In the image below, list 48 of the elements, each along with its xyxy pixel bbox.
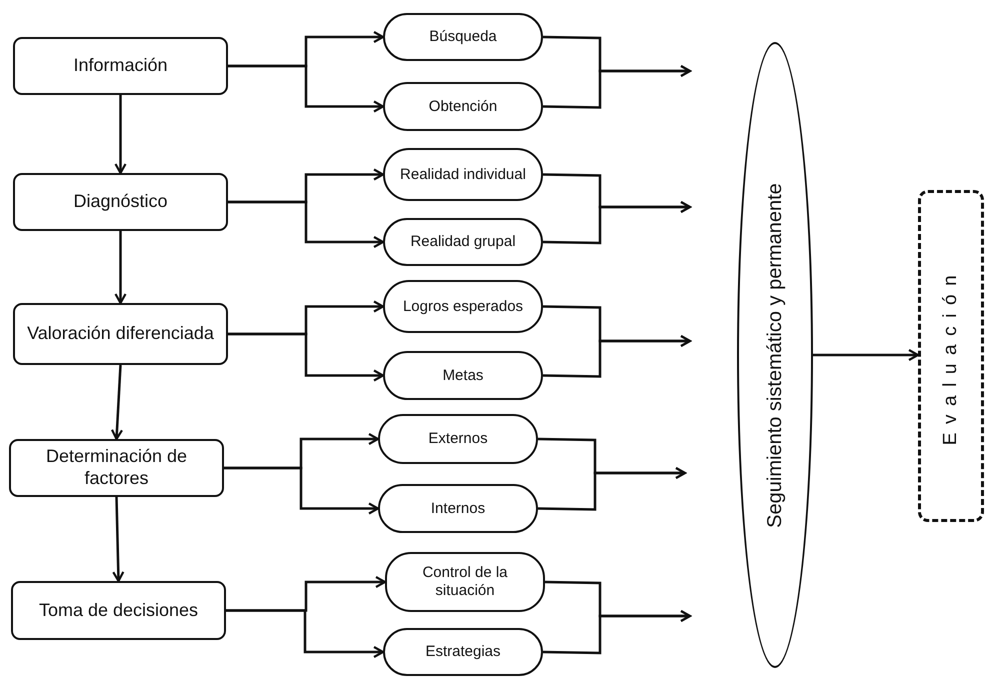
arrow	[224, 466, 380, 515]
node-label: Metas	[442, 366, 484, 384]
process-box	[13, 173, 228, 231]
arrow	[228, 64, 384, 113]
process-box	[13, 37, 228, 95]
node-label: Realidad individual	[400, 166, 526, 184]
arrow	[538, 466, 686, 511]
arrow	[114, 231, 127, 304]
rounded-pill	[383, 628, 543, 676]
process-box	[11, 581, 226, 640]
arrow	[110, 364, 124, 440]
rounded-pill	[383, 148, 543, 201]
rounded-pill	[383, 82, 543, 131]
node-label: Externos	[428, 430, 488, 448]
node-label: Estrategias	[425, 643, 501, 661]
node-label: Internos	[430, 500, 486, 518]
arrow	[542, 200, 692, 244]
arrow	[542, 64, 692, 109]
node-label: Obtención	[428, 98, 498, 116]
arrow	[542, 610, 692, 654]
process-box	[13, 303, 228, 365]
node-label: Toma de decisiones	[38, 600, 198, 622]
dashed-box	[918, 190, 984, 522]
rounded-pill	[378, 484, 538, 533]
node-label: Diagnóstico	[73, 191, 168, 213]
node-label: Valoración diferenciada	[27, 323, 214, 345]
arrow	[112, 496, 124, 582]
node-label: Seguimiento sistemático y permanente	[764, 182, 786, 528]
rounded-pill	[383, 218, 543, 266]
node-label: Logros esperados	[402, 298, 524, 316]
node-label: Determinación de factores	[44, 446, 188, 490]
node-label: Control de la situación	[421, 564, 509, 600]
arrow	[813, 348, 920, 362]
rounded-pill	[383, 351, 543, 400]
rounded-pill	[385, 552, 545, 612]
rounded-pill	[383, 13, 543, 61]
arrow	[542, 334, 692, 378]
process-box	[9, 439, 224, 497]
arrow	[226, 609, 384, 658]
arrow	[228, 200, 384, 248]
node-label: Realidad grupal	[410, 233, 516, 251]
node-label: Información	[73, 55, 168, 77]
rounded-pill	[378, 414, 538, 464]
node-label: Evaluación	[940, 266, 962, 446]
node-label: Búsqueda	[429, 28, 497, 46]
rounded-pill	[383, 280, 543, 333]
arrow	[228, 332, 384, 382]
arrow	[114, 95, 127, 174]
